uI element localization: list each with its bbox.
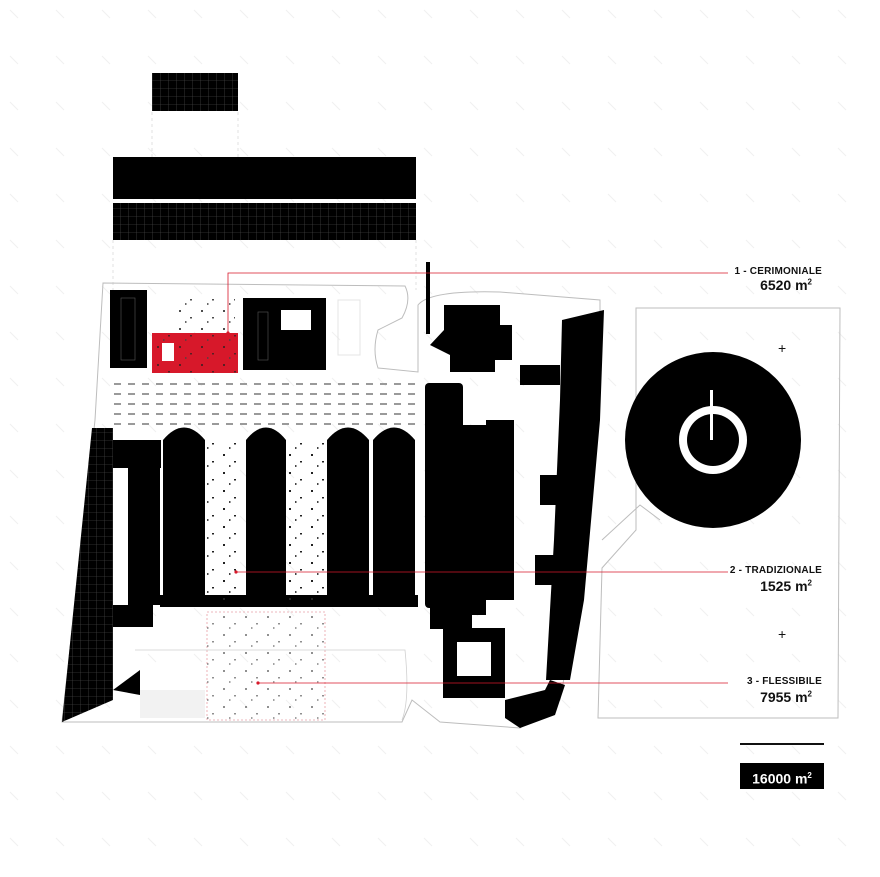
building-plant xyxy=(430,305,512,372)
total-divider xyxy=(740,743,824,745)
zone-2-label: 2 - TRADIZIONALE xyxy=(729,565,822,576)
promenade-grid xyxy=(110,380,420,428)
zone-1-label: 1 - CERIMONIALE xyxy=(734,266,822,277)
vaulted-halls xyxy=(128,427,418,607)
marker-plus-2: + xyxy=(778,626,787,642)
building-west-wing xyxy=(62,428,113,722)
zone-2-traditional-area xyxy=(207,440,245,600)
building-long-hall xyxy=(425,383,463,608)
marker-plus-1: + xyxy=(778,340,787,356)
zone-3-label: 3 - FLESSIBILE xyxy=(746,676,822,687)
building-north-center xyxy=(243,298,326,370)
zone-2-area: 1525 m2 xyxy=(760,578,812,594)
zone-3-area: 7955 m2 xyxy=(760,689,812,705)
elevation-strip-bottom xyxy=(113,203,416,240)
building-north-left xyxy=(110,290,147,368)
leader-lines xyxy=(227,272,728,684)
total-area-badge: 16000 m2 xyxy=(740,763,824,789)
building-east-spine xyxy=(546,310,604,680)
elevation-strip-small xyxy=(152,73,238,111)
zone-1-area: 6520 m2 xyxy=(760,277,812,293)
elevation-strip-top xyxy=(113,157,416,199)
gasometer-site-boundary xyxy=(597,307,841,719)
